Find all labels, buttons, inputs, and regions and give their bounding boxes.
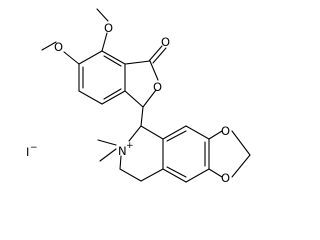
dioxole-ring (208, 130, 251, 178)
bond (97, 139, 117, 146)
dioxole-oxygen-label: O (221, 124, 230, 138)
bond (78, 90, 103, 105)
bond (101, 90, 126, 105)
bond (140, 106, 144, 127)
ammonium-nitrogen-label: N (118, 144, 127, 158)
phthalide-benzene-ring (78, 50, 126, 105)
isoquinolinium-ring (97, 125, 164, 182)
bond (41, 41, 57, 51)
bond (101, 50, 126, 65)
bond (103, 55, 122, 67)
bond (231, 130, 251, 156)
lactone-oxygen-label: O (153, 80, 162, 94)
bond (152, 47, 167, 64)
bond (185, 125, 210, 140)
bond (185, 168, 210, 183)
bond (96, 8, 109, 22)
bond (162, 168, 187, 183)
bond (119, 168, 142, 182)
bond (78, 50, 103, 65)
bond (119, 155, 122, 170)
methoxy-oxygen-label: O (54, 40, 63, 54)
lactone-ring (124, 45, 167, 108)
positive-charge-label: + (126, 141, 134, 151)
bond (101, 32, 108, 52)
bond (124, 90, 144, 108)
bond (208, 130, 223, 140)
bond (99, 148, 117, 162)
bond (124, 60, 151, 65)
bond (140, 125, 164, 140)
bond (231, 154, 251, 178)
structural-formula: O O O O O O N + I − (26, 8, 251, 185)
methoxy-oxygen-label: O (104, 21, 113, 35)
iodide-label: I (26, 145, 29, 159)
bond (162, 125, 187, 140)
methoxy-groups (41, 8, 109, 65)
bond (128, 125, 142, 142)
dioxole-oxygen-label: O (221, 171, 230, 185)
bond (103, 88, 122, 100)
bond (166, 166, 187, 178)
bond (63, 51, 80, 65)
bond (208, 168, 223, 178)
bond (148, 45, 163, 62)
bond (166, 130, 187, 142)
bond (142, 89, 157, 108)
carbonyl-oxygen-label: O (161, 35, 170, 49)
negative-charge-label: − (30, 143, 38, 153)
bond (140, 168, 164, 182)
bond (149, 60, 159, 81)
isoquinoline-benzene-ring (162, 125, 210, 183)
